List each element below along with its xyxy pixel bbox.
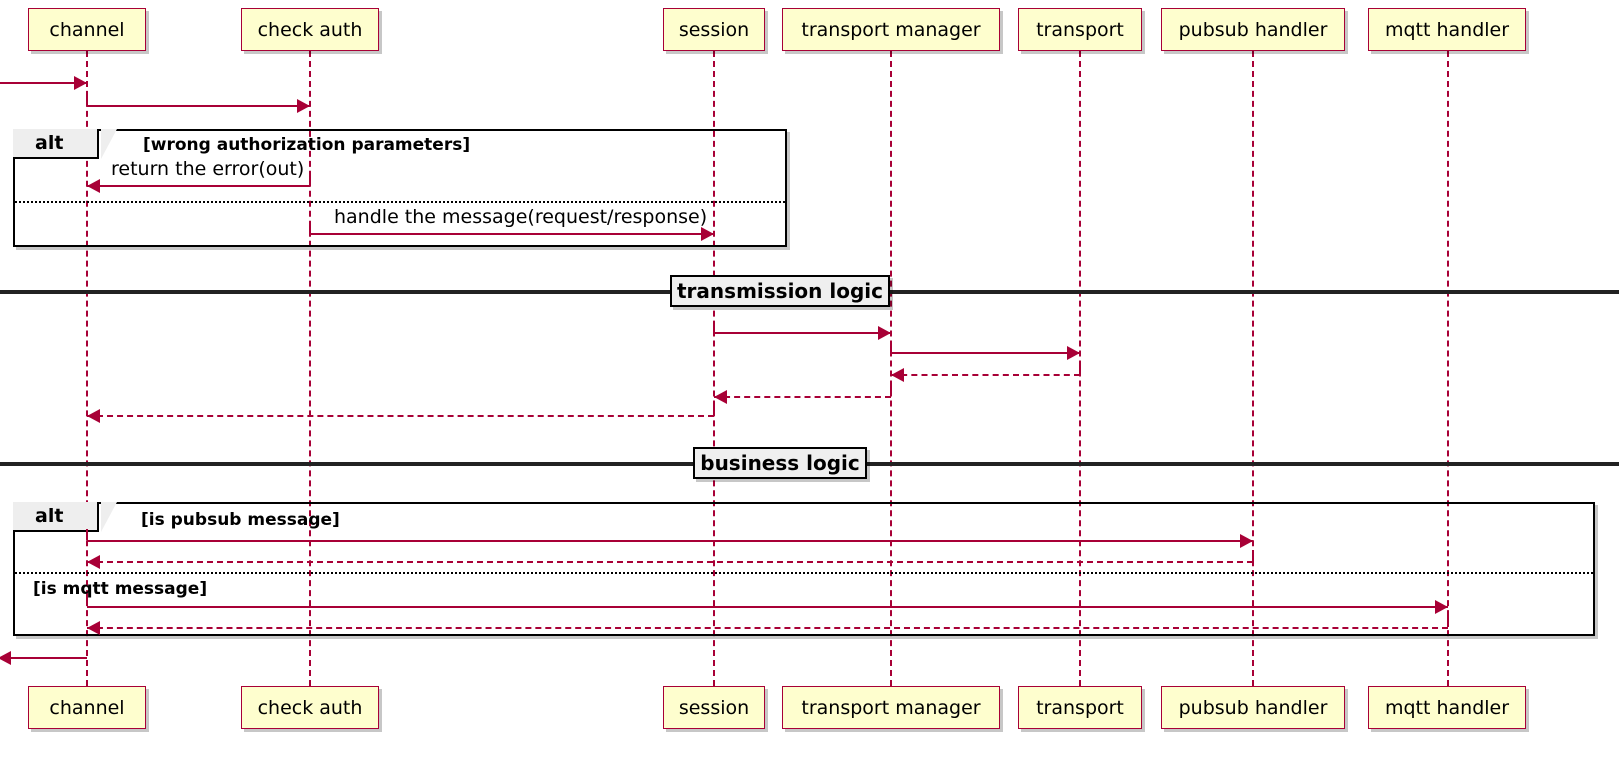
message-line-m1 [0,82,87,84]
message-line-m4 [310,233,714,235]
participant-channel-bottom[interactable]: channel [28,686,146,729]
message-stub-m7 [1079,363,1081,374]
participant-label: session [678,696,750,719]
message-arrowhead-m11 [87,555,100,569]
message-stub-m4 [309,222,311,233]
message-line-m8 [714,396,891,398]
group-alt_message_type [13,502,1595,636]
participant-transport_manager-top[interactable]: transport manager [782,8,1000,51]
message-line-m10 [87,540,1253,542]
message-arrowhead-m13 [87,621,100,635]
divider-line-left [0,462,695,466]
lifeline-session [713,51,715,686]
message-line-m14 [0,657,87,659]
group-condition-alt_message_type-1: [is mqtt message] [33,579,208,599]
participant-label: channel [49,696,125,719]
message-line-m2 [87,105,310,107]
lifeline-channel [86,51,88,686]
divider-label: transmission logic [677,279,883,303]
message-label-m4: handle the message(request/response) [334,206,708,228]
group-tab-notch [101,502,117,532]
participant-pubsub_handler-top[interactable]: pubsub handler [1161,8,1345,51]
group-keyword-label: alt [35,505,64,527]
message-line-m3 [87,185,310,187]
message-arrowhead-m14 [0,651,11,665]
participant-session-bottom[interactable]: session [663,686,765,729]
participant-label: transport manager [801,696,981,719]
lifeline-mqtt_handler [1447,51,1449,686]
group-keyword-alt_auth: alt [13,129,100,159]
message-arrowhead-m10 [1240,534,1253,548]
message-stub-m8 [890,385,892,396]
group-alt_auth [13,129,787,247]
message-arrowhead-m5 [878,326,891,340]
message-arrowhead-m2 [297,99,310,113]
message-stub-m13 [1447,616,1449,627]
message-arrowhead-m7 [891,368,904,382]
participant-label: session [678,18,750,41]
participant-label: transport [1036,18,1124,41]
message-stub-m3 [309,174,311,185]
message-stub-m5 [713,321,715,332]
message-stub-m6 [890,341,892,352]
participant-label: transport manager [801,18,981,41]
divider-line-right [865,462,1619,466]
participant-label: pubsub handler [1178,18,1328,41]
lifeline-check_auth [309,51,311,686]
group-condition-alt_message_type-0: [is pubsub message] [141,510,340,530]
message-stub-m10 [86,529,88,540]
group-keyword-alt_message_type: alt [13,502,100,532]
participant-transport-bottom[interactable]: transport [1018,686,1142,729]
participant-pubsub_handler-bottom[interactable]: pubsub handler [1161,686,1345,729]
message-stub-m2 [86,94,88,105]
div_transmission: transmission logic [670,275,890,307]
divider-label: business logic [700,451,860,475]
message-line-m6 [891,352,1080,354]
message-line-m11 [87,561,1253,563]
participant-mqtt_handler-top[interactable]: mqtt handler [1368,8,1526,51]
message-label-m3: return the error(out) [111,158,305,180]
participant-label: mqtt handler [1384,18,1510,41]
participant-label: mqtt handler [1384,696,1510,719]
group-separator-alt_message_type-0 [15,572,1593,574]
message-stub-m12 [86,595,88,606]
message-arrowhead-m3 [87,179,100,193]
participant-label: check auth [257,696,363,719]
participant-session-top[interactable]: session [663,8,765,51]
participant-label: check auth [257,18,363,41]
message-arrowhead-m8 [714,390,727,404]
group-condition-alt_auth-0: [wrong authorization parameters] [143,135,471,155]
message-arrowhead-m4 [701,227,714,241]
lifeline-pubsub_handler [1252,51,1254,686]
message-line-m9 [87,415,714,417]
participant-transport-top[interactable]: transport [1018,8,1142,51]
message-line-m13 [87,627,1448,629]
group-keyword-label: alt [35,132,64,154]
participant-transport_manager-bottom[interactable]: transport manager [782,686,1000,729]
message-stub-m11 [1252,550,1254,561]
message-line-m5 [714,332,891,334]
participant-check_auth-bottom[interactable]: check auth [241,686,379,729]
participant-channel-top[interactable]: channel [28,8,146,51]
participant-label: pubsub handler [1178,696,1328,719]
message-stub-m9 [713,404,715,415]
divider-line-left [0,290,672,294]
message-arrowhead-m1 [74,76,87,90]
message-line-m7 [891,374,1080,376]
participant-check_auth-top[interactable]: check auth [241,8,379,51]
message-line-m12 [87,606,1448,608]
message-arrowhead-m6 [1067,346,1080,360]
group-separator-alt_auth-0 [15,201,785,203]
message-arrowhead-m9 [87,409,100,423]
participant-mqtt_handler-bottom[interactable]: mqtt handler [1368,686,1526,729]
participant-label: channel [49,18,125,41]
divider-line-right [888,290,1619,294]
div_business: business logic [693,447,867,479]
group-tab-notch [101,129,117,159]
message-arrowhead-m12 [1435,600,1448,614]
participant-label: transport [1036,696,1124,719]
